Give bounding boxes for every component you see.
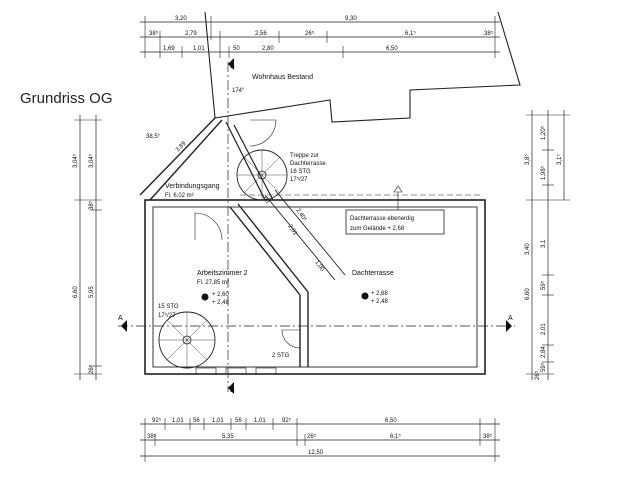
dim-bottom-1-5: 1,01 xyxy=(254,418,266,424)
dim-bottom-1-7: 6,50 xyxy=(385,418,397,424)
dim-right-2-1: 1,98⁵ xyxy=(540,165,547,180)
dim-left-1-1: 6,60 xyxy=(73,286,79,298)
section-arrow-b-bottom xyxy=(228,382,234,394)
dim-top-1-0: 3,20 xyxy=(175,16,187,22)
section-arrow-b-top xyxy=(228,58,234,70)
label-connection-room: Verbindungsgang xyxy=(165,183,220,190)
dim-right-2-7: 26⁵ xyxy=(534,370,541,380)
dim-top-1-1: 9,30 xyxy=(345,16,357,22)
section-b-bottom: B xyxy=(230,387,235,394)
connection-outer-wall xyxy=(139,117,216,196)
dim-top-2-2: 2,56 xyxy=(255,31,267,37)
dim-bottom-2-3: 6,1⁵ xyxy=(390,433,401,440)
dim-top-2-4: 6,1⁵ xyxy=(405,30,416,37)
label-house: Wohnhaus Bestand xyxy=(252,74,313,81)
dim-left-2-3: 26⁵ xyxy=(88,364,95,374)
callout-line-1: Dachterrasse ebenerdig xyxy=(350,216,414,222)
dim-top-3-4: 6,50 xyxy=(386,46,398,52)
door-swing-3 xyxy=(281,329,301,349)
dim-bottom-1-4: 56 xyxy=(235,418,242,424)
angle-label-1: 38,5° xyxy=(146,134,161,140)
label-study-room: Arbeitszimmer 2 xyxy=(197,270,248,277)
level-terrace-1: + 2,68 xyxy=(371,291,389,297)
plan-title: Grundriss OG xyxy=(20,90,113,107)
level-terrace-2: + 2,48 xyxy=(371,299,389,305)
label-study-area: Fl. 27,85 m² xyxy=(197,280,229,286)
stair-run xyxy=(264,194,336,281)
dim-right-1-2: 6,60 xyxy=(525,288,531,300)
dim-right-2-4: 2,01 xyxy=(541,323,547,335)
section-a-left: A xyxy=(118,315,123,322)
spiral-stair-upper xyxy=(236,149,288,201)
dim-right-3-0: 3,1⁵ xyxy=(556,154,563,165)
dim-left-1-0: 3,04⁵ xyxy=(72,153,79,168)
label-terrace: Dachterrasse xyxy=(352,270,394,277)
dim-top-3-0: 1,69 xyxy=(163,46,175,52)
dim-bottom-2-0: 38⁵ xyxy=(147,433,157,440)
dim-bottom-1-0: 92⁵ xyxy=(152,417,162,424)
dim-inner-0: 3,89 xyxy=(175,140,188,153)
dim-left-2-2: 5,95 xyxy=(89,286,95,298)
dim-right-2-2: 3,1 xyxy=(541,239,547,248)
dim-top-2-5: 38⁵ xyxy=(484,30,494,37)
dim-bottom-1-3: 1,01 xyxy=(212,418,224,424)
dim-bottom-2-1: 5,35 xyxy=(222,434,234,440)
dim-bottom-3-0: 12,50 xyxy=(308,450,324,456)
existing-house-outline xyxy=(204,11,521,123)
dim-inner-1: 2,01 xyxy=(286,224,298,238)
dim-right-2-0: 1,20⁵ xyxy=(540,125,547,140)
angle-label-2: 174° xyxy=(232,88,245,94)
dim-left-2-0: 3,04⁵ xyxy=(88,153,95,168)
stairs-title-1: Treppe zur xyxy=(290,153,319,159)
dim-bottom-2-2: 26⁵ xyxy=(307,433,317,440)
dim-right-1-1: 3,40 xyxy=(525,243,531,255)
section-b-top: B xyxy=(230,63,235,70)
stairs-title-2: Dachterrasse xyxy=(290,161,326,167)
level-marker-study xyxy=(201,293,209,301)
door-swing-2 xyxy=(249,119,277,147)
level-marker-terrace xyxy=(361,292,369,300)
dim-inner-4: 60 xyxy=(261,196,270,205)
door-swing-1 xyxy=(194,212,223,241)
spiral-label-2: 17⁵/27 xyxy=(158,312,176,319)
section-a-right: A xyxy=(508,315,513,322)
dim-inner-2: 1,00 xyxy=(313,260,325,274)
dim-right-1-0: 3,8⁵ xyxy=(524,154,531,165)
steps-small-label: 2 STG xyxy=(272,353,290,359)
level-study-2: + 2,48 xyxy=(212,300,230,306)
section-arrow-a-left xyxy=(121,320,127,332)
dim-bottom-1-2: 56 xyxy=(193,418,200,424)
dim-top-3-3: 2,80 xyxy=(262,46,274,52)
dim-right-2-3: 59⁵ xyxy=(540,280,547,290)
dim-bottom-1-1: 1,01 xyxy=(172,418,184,424)
dim-top-2-0: 38⁵ xyxy=(149,30,159,37)
level-study-1: + 2,60 xyxy=(212,292,230,298)
dim-inner-3: 2,40⁵ xyxy=(294,207,308,223)
diagonal-wall xyxy=(229,206,301,296)
dim-bottom-1-6: 92⁵ xyxy=(282,417,292,424)
dim-top-3-1: 1,01 xyxy=(193,46,205,52)
label-connection-area: Fl. 6,02 m² xyxy=(165,193,194,199)
dim-top-3-2: 50 xyxy=(233,46,240,52)
dim-bottom-2-4: 38⁵ xyxy=(483,433,493,440)
callout-box xyxy=(345,209,445,235)
windows-bottom xyxy=(195,367,277,375)
callout-line-2: zum Gelände + 2,68 xyxy=(350,226,405,232)
section-arrow-a-right xyxy=(506,320,512,332)
spiral-stair-lower xyxy=(158,311,216,369)
dim-top-2-1: 2,79 xyxy=(185,31,197,37)
exterior-wall xyxy=(144,199,486,375)
dim-right-2-5: 2,84 xyxy=(541,346,547,358)
dim-right-2-6: 59⁵ xyxy=(540,362,547,372)
dim-top-2-3: 26⁵ xyxy=(305,30,315,37)
spiral-label-1: 15 STG xyxy=(158,304,179,310)
stairs-title-3: 16 STG xyxy=(290,169,311,175)
dim-left-2-1: 38⁵ xyxy=(88,200,95,210)
stairs-title-4: 17⁵/27 xyxy=(290,176,308,183)
